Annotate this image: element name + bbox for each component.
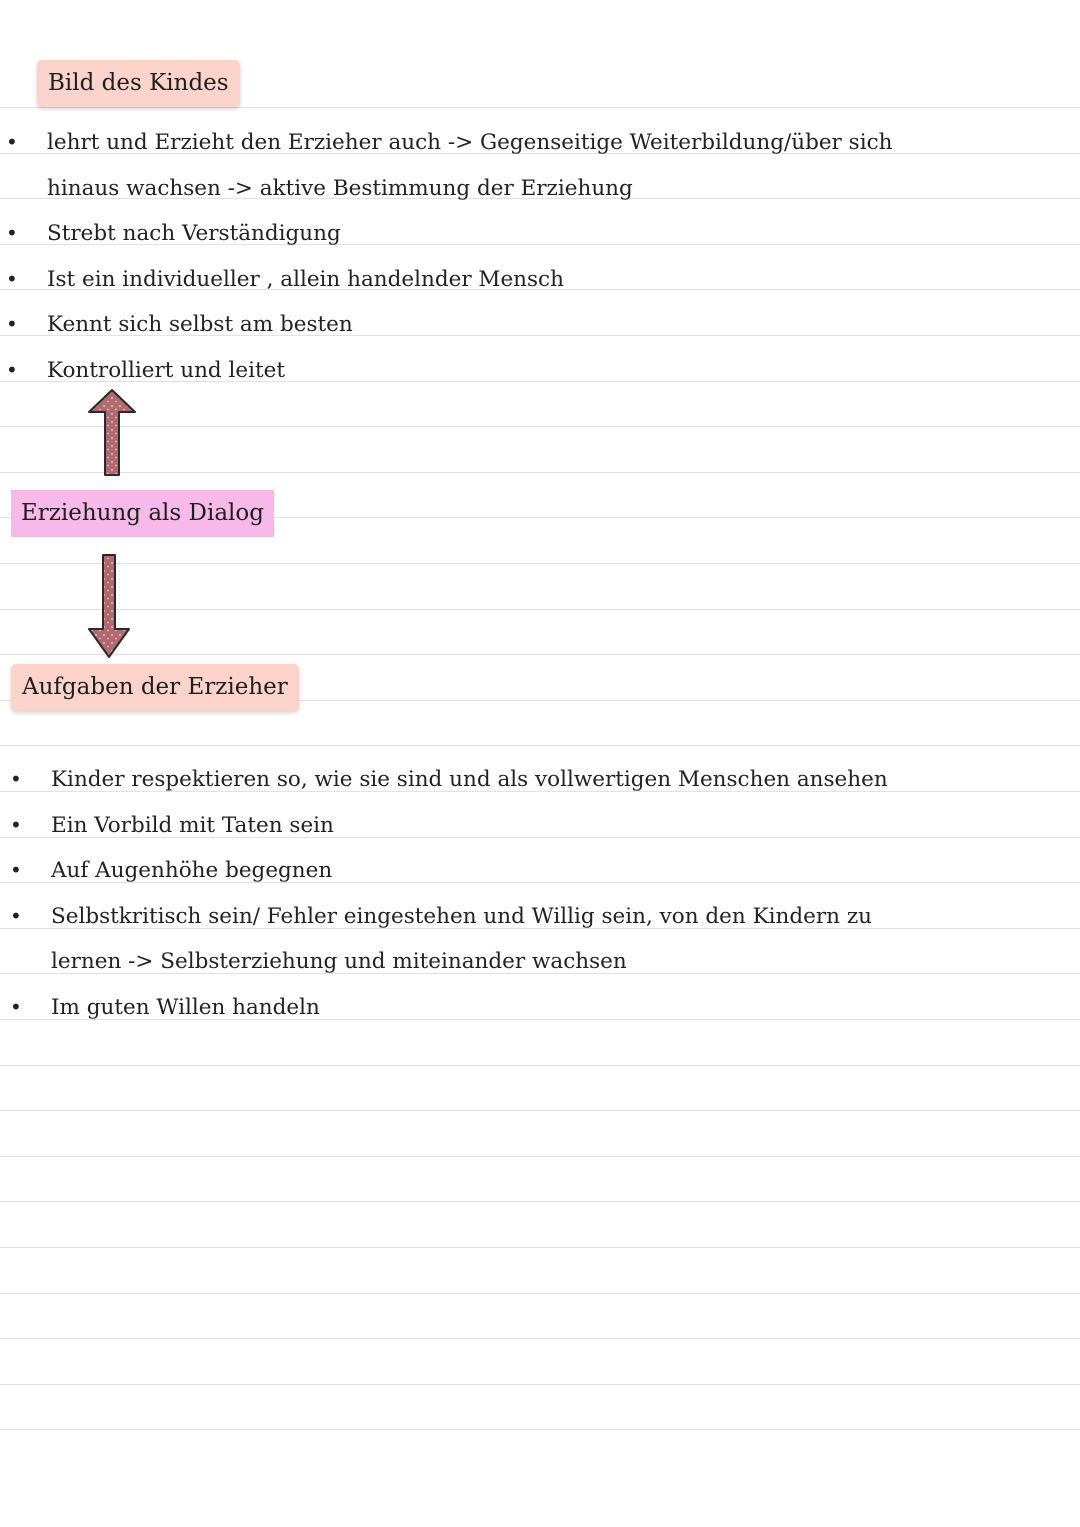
ruled-line [0, 609, 1080, 610]
ruled-line [0, 198, 1080, 199]
arrow-up-icon [88, 389, 136, 476]
ruled-line [0, 335, 1080, 336]
ruled-line [0, 1293, 1080, 1294]
arrow-down-icon [88, 554, 130, 658]
ruled-line [0, 381, 1080, 382]
ruled-line [0, 153, 1080, 154]
list-item-text: Kinder respektieren so, wie sie sind und… [51, 767, 888, 792]
ruled-line [0, 837, 1080, 838]
ruled-line [0, 1019, 1080, 1020]
ruled-line [0, 426, 1080, 427]
list-item: • Selbstkritisch sein/ Fehler eingestehe… [0, 894, 1080, 940]
list-item-text: lehrt und Erzieht den Erzieher auch -> G… [47, 130, 893, 155]
list-item: • Kontrolliert und leitet [0, 348, 1080, 394]
ruled-line [0, 472, 1080, 473]
list-bild-des-kindes: • lehrt und Erzieht den Erzieher auch ->… [0, 120, 1080, 394]
list-item-text: Kontrolliert und leitet [47, 357, 286, 383]
bullet-dot: • [10, 994, 22, 1019]
bullet-dot: • [10, 903, 22, 928]
heading-aufgaben-der-erzieher: Aufgaben der Erzieher [11, 664, 299, 711]
ruled-line [0, 563, 1080, 564]
list-aufgaben-der-erzieher: • Kinder respektieren so, wie sie sind u… [0, 757, 1080, 1031]
ruled-line [0, 791, 1080, 792]
ruled-line [0, 1156, 1080, 1157]
list-item-text: Im guten Willen handeln [51, 994, 320, 1020]
list-item: • lehrt und Erzieht den Erzieher auch ->… [0, 120, 1080, 166]
list-item: lernen -> Selbsterziehung und miteinande… [0, 939, 1080, 985]
bullet-dot: • [6, 130, 18, 154]
ruled-line [0, 1110, 1080, 1111]
ruled-line [0, 107, 1080, 108]
list-item: • Kennt sich selbst am besten [0, 302, 1080, 348]
list-item: • Auf Augenhöhe begegnen [0, 848, 1080, 894]
ruled-line [0, 654, 1080, 655]
list-item: hinaus wachsen -> aktive Bestimmung der … [0, 166, 1080, 212]
list-item-text: hinaus wachsen -> aktive Bestimmung der … [47, 175, 633, 201]
ruled-line [0, 700, 1080, 701]
list-item: • Strebt nach Verständigung [0, 211, 1080, 257]
ruled-line [0, 1065, 1080, 1066]
list-item-text: Kennt sich selbst am besten [47, 312, 353, 338]
bullet-dot: • [10, 858, 22, 883]
ruled-line [0, 1338, 1080, 1339]
ruled-line [0, 745, 1080, 746]
list-item: • Ist ein individueller , allein handeln… [0, 257, 1080, 303]
ruled-line [0, 973, 1080, 974]
bullet-dot: • [6, 266, 18, 291]
list-item-text: Strebt nach Verständigung [47, 221, 341, 247]
ruled-line [0, 289, 1080, 290]
ruled-line [0, 882, 1080, 883]
bullet-dot: • [10, 812, 22, 837]
ruled-line [0, 1201, 1080, 1202]
list-item: • Im guten Willen handeln [0, 985, 1080, 1031]
list-item-text: lernen -> Selbsterziehung und miteinande… [51, 949, 627, 975]
list-item-text: Selbstkritisch sein/ Fehler eingestehen … [51, 903, 872, 929]
bullet-dot: • [6, 221, 18, 246]
ruled-line [0, 1247, 1080, 1248]
ruled-line [0, 244, 1080, 245]
list-item: • Kinder respektieren so, wie sie sind u… [0, 757, 1080, 803]
list-item-text: Ein Vorbild mit Taten sein [51, 812, 334, 838]
ruled-line [0, 1429, 1080, 1430]
ruled-line [0, 1384, 1080, 1385]
bullet-dot: • [6, 312, 18, 337]
list-item: • Ein Vorbild mit Taten sein [0, 803, 1080, 849]
heading-bild-des-kindes: Bild des Kindes [37, 60, 240, 107]
heading-erziehung-als-dialog: Erziehung als Dialog [11, 490, 274, 537]
ruled-line [0, 928, 1080, 929]
bullet-dot: • [6, 357, 18, 382]
bullet-dot: • [10, 767, 22, 791]
list-item-text: Ist ein individueller , allein handelnde… [47, 266, 564, 292]
ruled-line [0, 517, 1080, 518]
list-item-text: Auf Augenhöhe begegnen [51, 858, 333, 884]
